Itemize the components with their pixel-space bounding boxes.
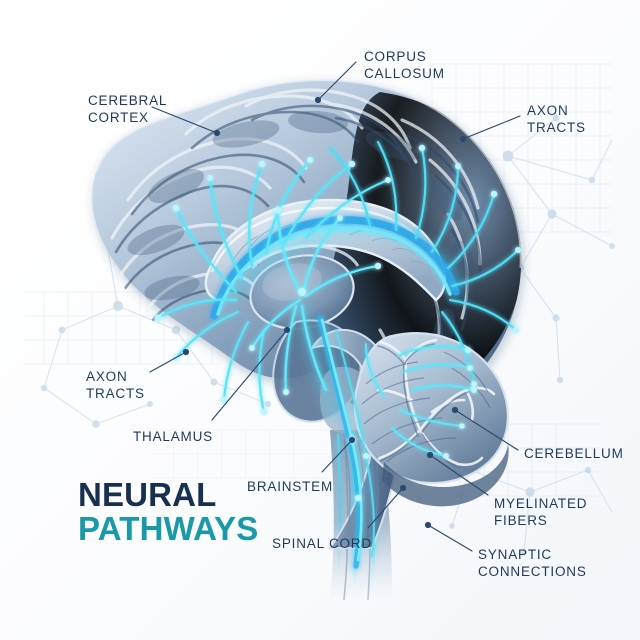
label-thalamus: THALAMUS bbox=[133, 429, 213, 444]
label-myelinated-fibers: MYELINATED FIBERS bbox=[494, 496, 588, 529]
leader-brainstem bbox=[321, 436, 356, 473]
label-spinal-cord: SPINAL CORD bbox=[272, 536, 372, 551]
label-axon-tracts-left: AXON TRACTS bbox=[86, 369, 145, 402]
page-title: NEURAL PATHWAYS bbox=[78, 478, 258, 545]
leader-synaptic-connections bbox=[424, 521, 473, 552]
leader-lines bbox=[149, 61, 521, 552]
synapse-nodes bbox=[154, 144, 521, 502]
label-synaptic-connections: SYNAPTIC CONNECTIONS bbox=[478, 547, 587, 580]
label-cerebral-cortex: CEREBRAL CORTEX bbox=[88, 93, 168, 126]
label-brainstem: BRAINSTEM bbox=[247, 479, 334, 494]
leader-spinal-cord bbox=[367, 484, 407, 529]
title-line-2: PATHWAYS bbox=[78, 509, 259, 547]
leader-corpus-callosum bbox=[314, 61, 357, 104]
label-cerebellum: CEREBELLUM bbox=[524, 446, 624, 461]
label-axon-tracts-right: AXON TRACTS bbox=[527, 103, 586, 136]
leader-cerebral-cortex bbox=[151, 106, 221, 137]
leader-axon-tracts-right bbox=[459, 115, 521, 143]
leader-cerebellum bbox=[451, 406, 519, 451]
background-network bbox=[40, 114, 615, 555]
leader-myelinated-fibers bbox=[426, 451, 489, 496]
label-corpus-callosum: CORPUS CALLOSUM bbox=[364, 49, 445, 82]
neural-pathways-overlay bbox=[154, 140, 521, 569]
title-line-1: NEURAL bbox=[78, 476, 217, 513]
leader-thalamus bbox=[211, 326, 291, 421]
leader-axon-tracts-left bbox=[149, 348, 190, 373]
